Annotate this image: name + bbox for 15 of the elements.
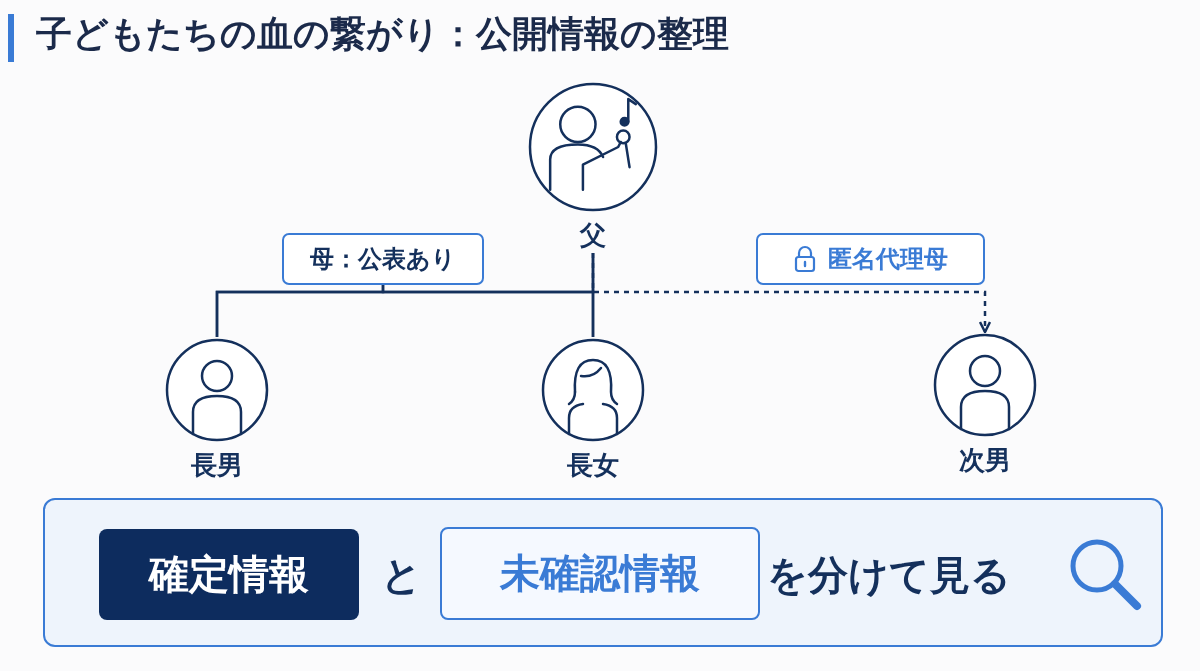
- highlight-box: 未確認情報: [440, 527, 760, 620]
- person-label: 父: [578, 219, 607, 252]
- label-text: 匿名代理母: [827, 244, 948, 275]
- highlight-box: 確定情報: [99, 529, 359, 620]
- connector-line: [381, 285, 595, 337]
- person-label: 長男: [190, 449, 244, 482]
- panel-text: と: [381, 551, 422, 600]
- person-label: 長女: [566, 449, 620, 482]
- panel-box: [43, 498, 1163, 647]
- label-box: 母：公表あり: [282, 233, 484, 285]
- title: 子どもたちの血の繋がり：公開情報の整理: [36, 12, 729, 56]
- panel-text: を分けて見る: [767, 551, 1011, 600]
- label-box: [756, 233, 985, 285]
- person-label: 次男: [958, 444, 1012, 477]
- dashed-arrow: [591, 253, 992, 334]
